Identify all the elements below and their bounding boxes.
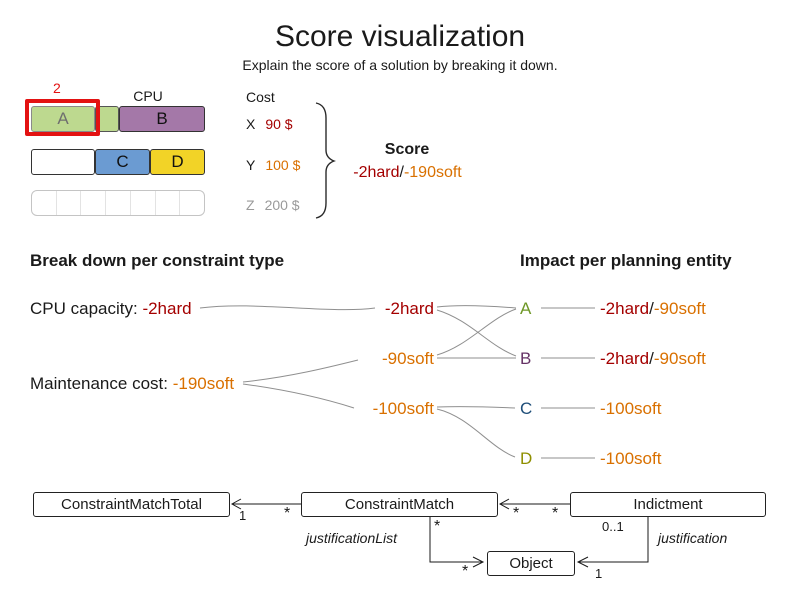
machine-y-bar: C D: [31, 149, 205, 175]
match-total-soft-100: -100soft: [372, 399, 434, 418]
cost-row-z: Z 200 $: [246, 197, 300, 213]
process-d-letter: D: [171, 152, 184, 171]
constraint-label: CPU capacity:: [30, 299, 143, 318]
cost-row-y: Y 100 $: [246, 157, 300, 173]
process-a-letter: A: [57, 109, 69, 128]
page-subtitle: Explain the score of a solution by break…: [242, 57, 558, 73]
impact-soft: -90soft: [653, 349, 706, 368]
empty-cell: [81, 191, 107, 215]
breakdown-connectors: [199, 304, 595, 459]
empty-cell: [156, 191, 181, 215]
empty-cell: [180, 191, 204, 215]
multiplicity-indictment: *: [552, 505, 559, 522]
empty-cell: [32, 191, 57, 215]
score-heading: Score: [384, 141, 430, 158]
match-total-hard: -2hard: [384, 299, 434, 318]
multiplicity-indictment-object: 0..1: [602, 519, 624, 534]
entity-a-impact: -2hard/-90soft: [600, 298, 706, 319]
constraint-score: -190soft: [172, 374, 235, 393]
machine-y-name: Y: [246, 157, 256, 173]
impact-soft: -100soft: [600, 449, 662, 468]
overload-count-badge: 2: [53, 80, 61, 96]
impact-soft: -90soft: [653, 299, 706, 318]
score-value: -2hard/-190soft: [335, 164, 480, 182]
constraint-cpu-capacity: CPU capacity: -2hard: [30, 298, 192, 319]
score-brace: [315, 102, 336, 219]
multiplicity-justification-list-source: *: [434, 518, 441, 535]
class-object: Object: [487, 551, 575, 576]
machine-z-cost: 200 $: [264, 197, 300, 213]
process-d-block: D: [150, 149, 205, 175]
entity-c: C: [520, 399, 533, 418]
score-hard-part: -2hard: [353, 164, 400, 181]
process-c-letter: C: [116, 152, 129, 171]
cpu-column-label: CPU: [133, 88, 163, 104]
machine-x-cost: 90 $: [265, 116, 293, 132]
entity-c-impact: -100soft: [600, 398, 661, 419]
empty-block: [31, 149, 95, 175]
machine-y-cost: 100 $: [265, 157, 301, 173]
process-a-block: A: [31, 106, 95, 132]
impact-heading: Impact per planning entity: [520, 251, 732, 270]
constraint-score: -2hard: [142, 299, 192, 318]
empty-cell: [106, 191, 131, 215]
impact-hard: -2hard: [600, 299, 650, 318]
multiplicity-object-left: *: [462, 563, 469, 580]
class-constraint-match-total: ConstraintMatchTotal: [33, 492, 230, 517]
justification-list-role-label: justificationList: [306, 530, 398, 546]
entity-d-impact: -100soft: [600, 448, 661, 469]
machine-x-name: X: [246, 116, 256, 132]
constraint-label: Maintenance cost:: [30, 374, 173, 393]
score-separator: /: [399, 164, 404, 181]
score-soft-part: -190soft: [403, 164, 462, 181]
page-title: Score visualization: [274, 20, 526, 53]
multiplicity-cm-right: *: [513, 505, 520, 522]
entity-b-impact: -2hard/-90soft: [600, 348, 706, 369]
impact-soft: -100soft: [600, 399, 662, 418]
multiplicity-cm-left: *: [284, 505, 291, 522]
machine-x-bar: A B: [31, 106, 205, 132]
cost-row-x: X 90 $: [246, 116, 293, 132]
machine-z-bar: [31, 190, 205, 216]
impact-hard: -2hard: [600, 349, 650, 368]
multiplicity-object-right: 1: [595, 566, 603, 581]
match-total-soft-90: -90soft: [382, 349, 434, 368]
empty-cell: [57, 191, 82, 215]
entity-d: D: [520, 449, 533, 468]
entity-a: A: [520, 299, 532, 318]
overload-highlight-rect: [25, 99, 100, 136]
entity-b: B: [520, 349, 532, 368]
justification-role-label: justification: [658, 530, 728, 546]
machine-z-name: Z: [246, 197, 255, 213]
class-constraint-match: ConstraintMatch: [301, 492, 498, 517]
constraint-maintenance-cost: Maintenance cost: -190soft: [30, 373, 234, 394]
class-indictment: Indictment: [570, 492, 766, 517]
process-b-letter: B: [156, 109, 168, 128]
process-b-block: B: [119, 106, 205, 132]
process-c-block: C: [95, 149, 150, 175]
multiplicity-cmt: 1: [239, 508, 247, 523]
impact-separator: /: [649, 349, 654, 368]
impact-separator: /: [649, 299, 654, 318]
empty-cell: [131, 191, 156, 215]
breakdown-heading: Break down per constraint type: [30, 251, 285, 270]
cost-column-header: Cost: [246, 89, 275, 105]
